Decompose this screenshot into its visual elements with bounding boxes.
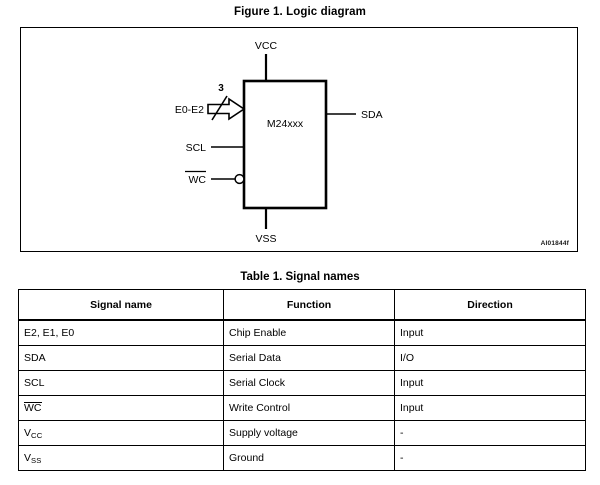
- cell-direction: I/O: [394, 345, 586, 371]
- figure-caption: Figure 1. Logic diagram: [233, 6, 367, 18]
- bus-pin-label: E0-E2: [175, 104, 204, 116]
- scl-pin-label: SCL: [186, 142, 207, 154]
- cell-signal-name-subscript: SS: [31, 456, 42, 465]
- table-header-row: Signal name Function Direction: [18, 289, 586, 321]
- table-row: WC Write Control Input: [18, 395, 586, 421]
- logic-diagram: M24xxx VCC VSS SDA SCL WC E0-E2 3: [175, 40, 383, 245]
- chip-label: M24xxx: [267, 118, 304, 130]
- chip-body: [242, 79, 328, 210]
- cell-signal-name: SDA: [18, 345, 224, 371]
- cell-function: Serial Clock: [223, 370, 395, 396]
- signal-names-table: Signal name Function Direction E2, E1, E…: [18, 289, 586, 471]
- column-header-function: Function: [223, 289, 395, 321]
- cell-signal-name-base: V: [24, 452, 32, 464]
- sda-pin-label: SDA: [361, 109, 383, 121]
- cell-direction: Input: [394, 319, 586, 346]
- table-row: VSS Ground -: [18, 445, 586, 471]
- wc-pin-label: WC: [189, 174, 207, 186]
- figure-reference-code: AI01844f: [540, 240, 569, 247]
- cell-direction: -: [394, 420, 586, 446]
- table-body: E2, E1, E0 Chip Enable Input SDA Serial …: [18, 319, 586, 471]
- cell-signal-name-overlined: WC: [24, 401, 42, 414]
- cell-direction: -: [394, 445, 586, 471]
- cell-function: Serial Data: [223, 345, 395, 371]
- cell-direction: Input: [394, 370, 586, 396]
- cell-function: Write Control: [223, 395, 395, 421]
- bus-arrow-icon: [207, 97, 246, 121]
- table-row: SDA Serial Data I/O: [18, 345, 586, 371]
- cell-direction: Input: [394, 395, 586, 421]
- cell-signal-name-base: V: [24, 427, 32, 439]
- vcc-pin-label: VCC: [255, 40, 278, 52]
- cell-function: Supply voltage: [223, 420, 395, 446]
- cell-signal-name: SCL: [18, 370, 224, 396]
- column-header-direction: Direction: [394, 289, 586, 321]
- table-row: E2, E1, E0 Chip Enable Input: [18, 319, 586, 346]
- table-row: VCC Supply voltage -: [18, 420, 586, 446]
- bus-width-label: 3: [218, 83, 224, 94]
- cell-function: Chip Enable: [223, 319, 395, 346]
- cell-signal-name-subscript: CC: [31, 431, 43, 440]
- cell-signal-name: VCC: [18, 420, 224, 446]
- cell-signal-name: VSS: [18, 445, 224, 471]
- cell-signal-name: E2, E1, E0: [18, 319, 224, 346]
- table-row: SCL Serial Clock Input: [18, 370, 586, 396]
- cell-function: Ground: [223, 445, 395, 471]
- vss-pin-label: VSS: [255, 233, 276, 245]
- table-caption: Table 1. Signal names: [240, 271, 360, 283]
- cell-signal-name: WC: [18, 395, 224, 421]
- column-header-signal-name: Signal name: [18, 289, 224, 321]
- figure-frame: M24xxx VCC VSS SDA SCL WC E0-E2 3 AI0184…: [20, 27, 578, 252]
- bus-width-slash-icon: [211, 95, 228, 121]
- wc-inversion-bubble-icon: [234, 173, 245, 185]
